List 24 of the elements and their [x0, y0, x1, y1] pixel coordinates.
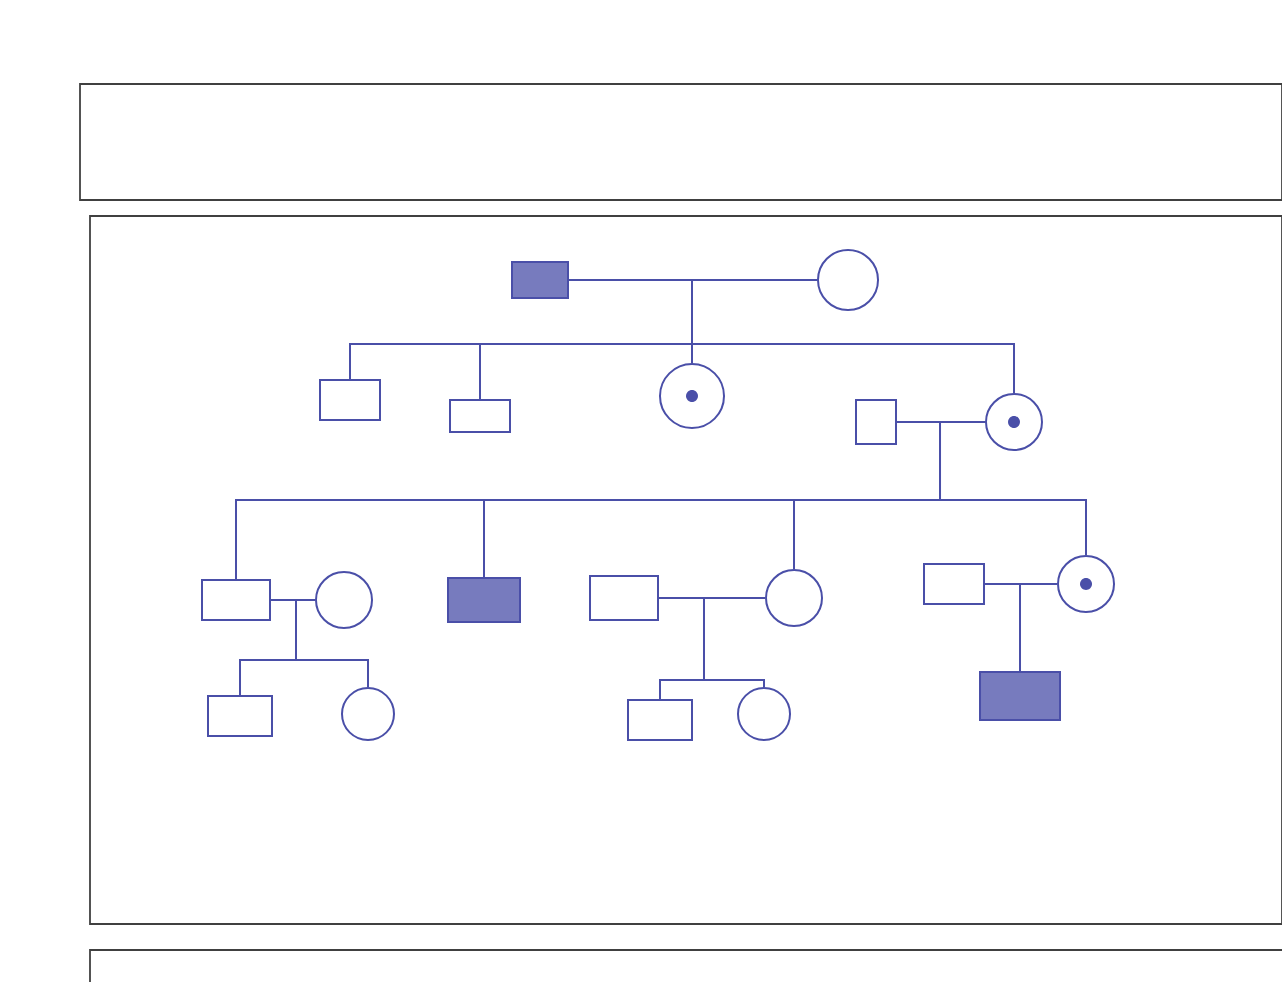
- pedigree-circle: [341, 687, 395, 741]
- pedigree-circle: [985, 393, 1043, 451]
- descent-line: [703, 597, 766, 688]
- pedigree-square: [627, 699, 693, 741]
- pedigree-square: [207, 695, 273, 737]
- pedigree-square: [979, 671, 1061, 721]
- pedigree-square: [449, 399, 511, 433]
- descent-line: [939, 421, 1087, 556]
- pedigree-circle: [659, 363, 725, 429]
- pedigree-square: [511, 261, 569, 299]
- pedigree-square: [447, 577, 521, 623]
- pedigree-circle: [737, 687, 791, 741]
- pedigree-circle: [817, 249, 879, 311]
- descent-line: [568, 279, 1015, 394]
- pedigree-circle: [1057, 555, 1115, 613]
- pedigree-square: [201, 579, 271, 621]
- descent-line: [1019, 583, 1058, 673]
- pedigree-circle: [315, 571, 373, 629]
- pedigree-circle: [765, 569, 823, 627]
- pedigree-square: [589, 575, 659, 621]
- descent-line: [270, 599, 369, 688]
- pedigree-square: [923, 563, 985, 605]
- pedigree-square: [319, 379, 381, 421]
- pedigree-square: [855, 399, 897, 445]
